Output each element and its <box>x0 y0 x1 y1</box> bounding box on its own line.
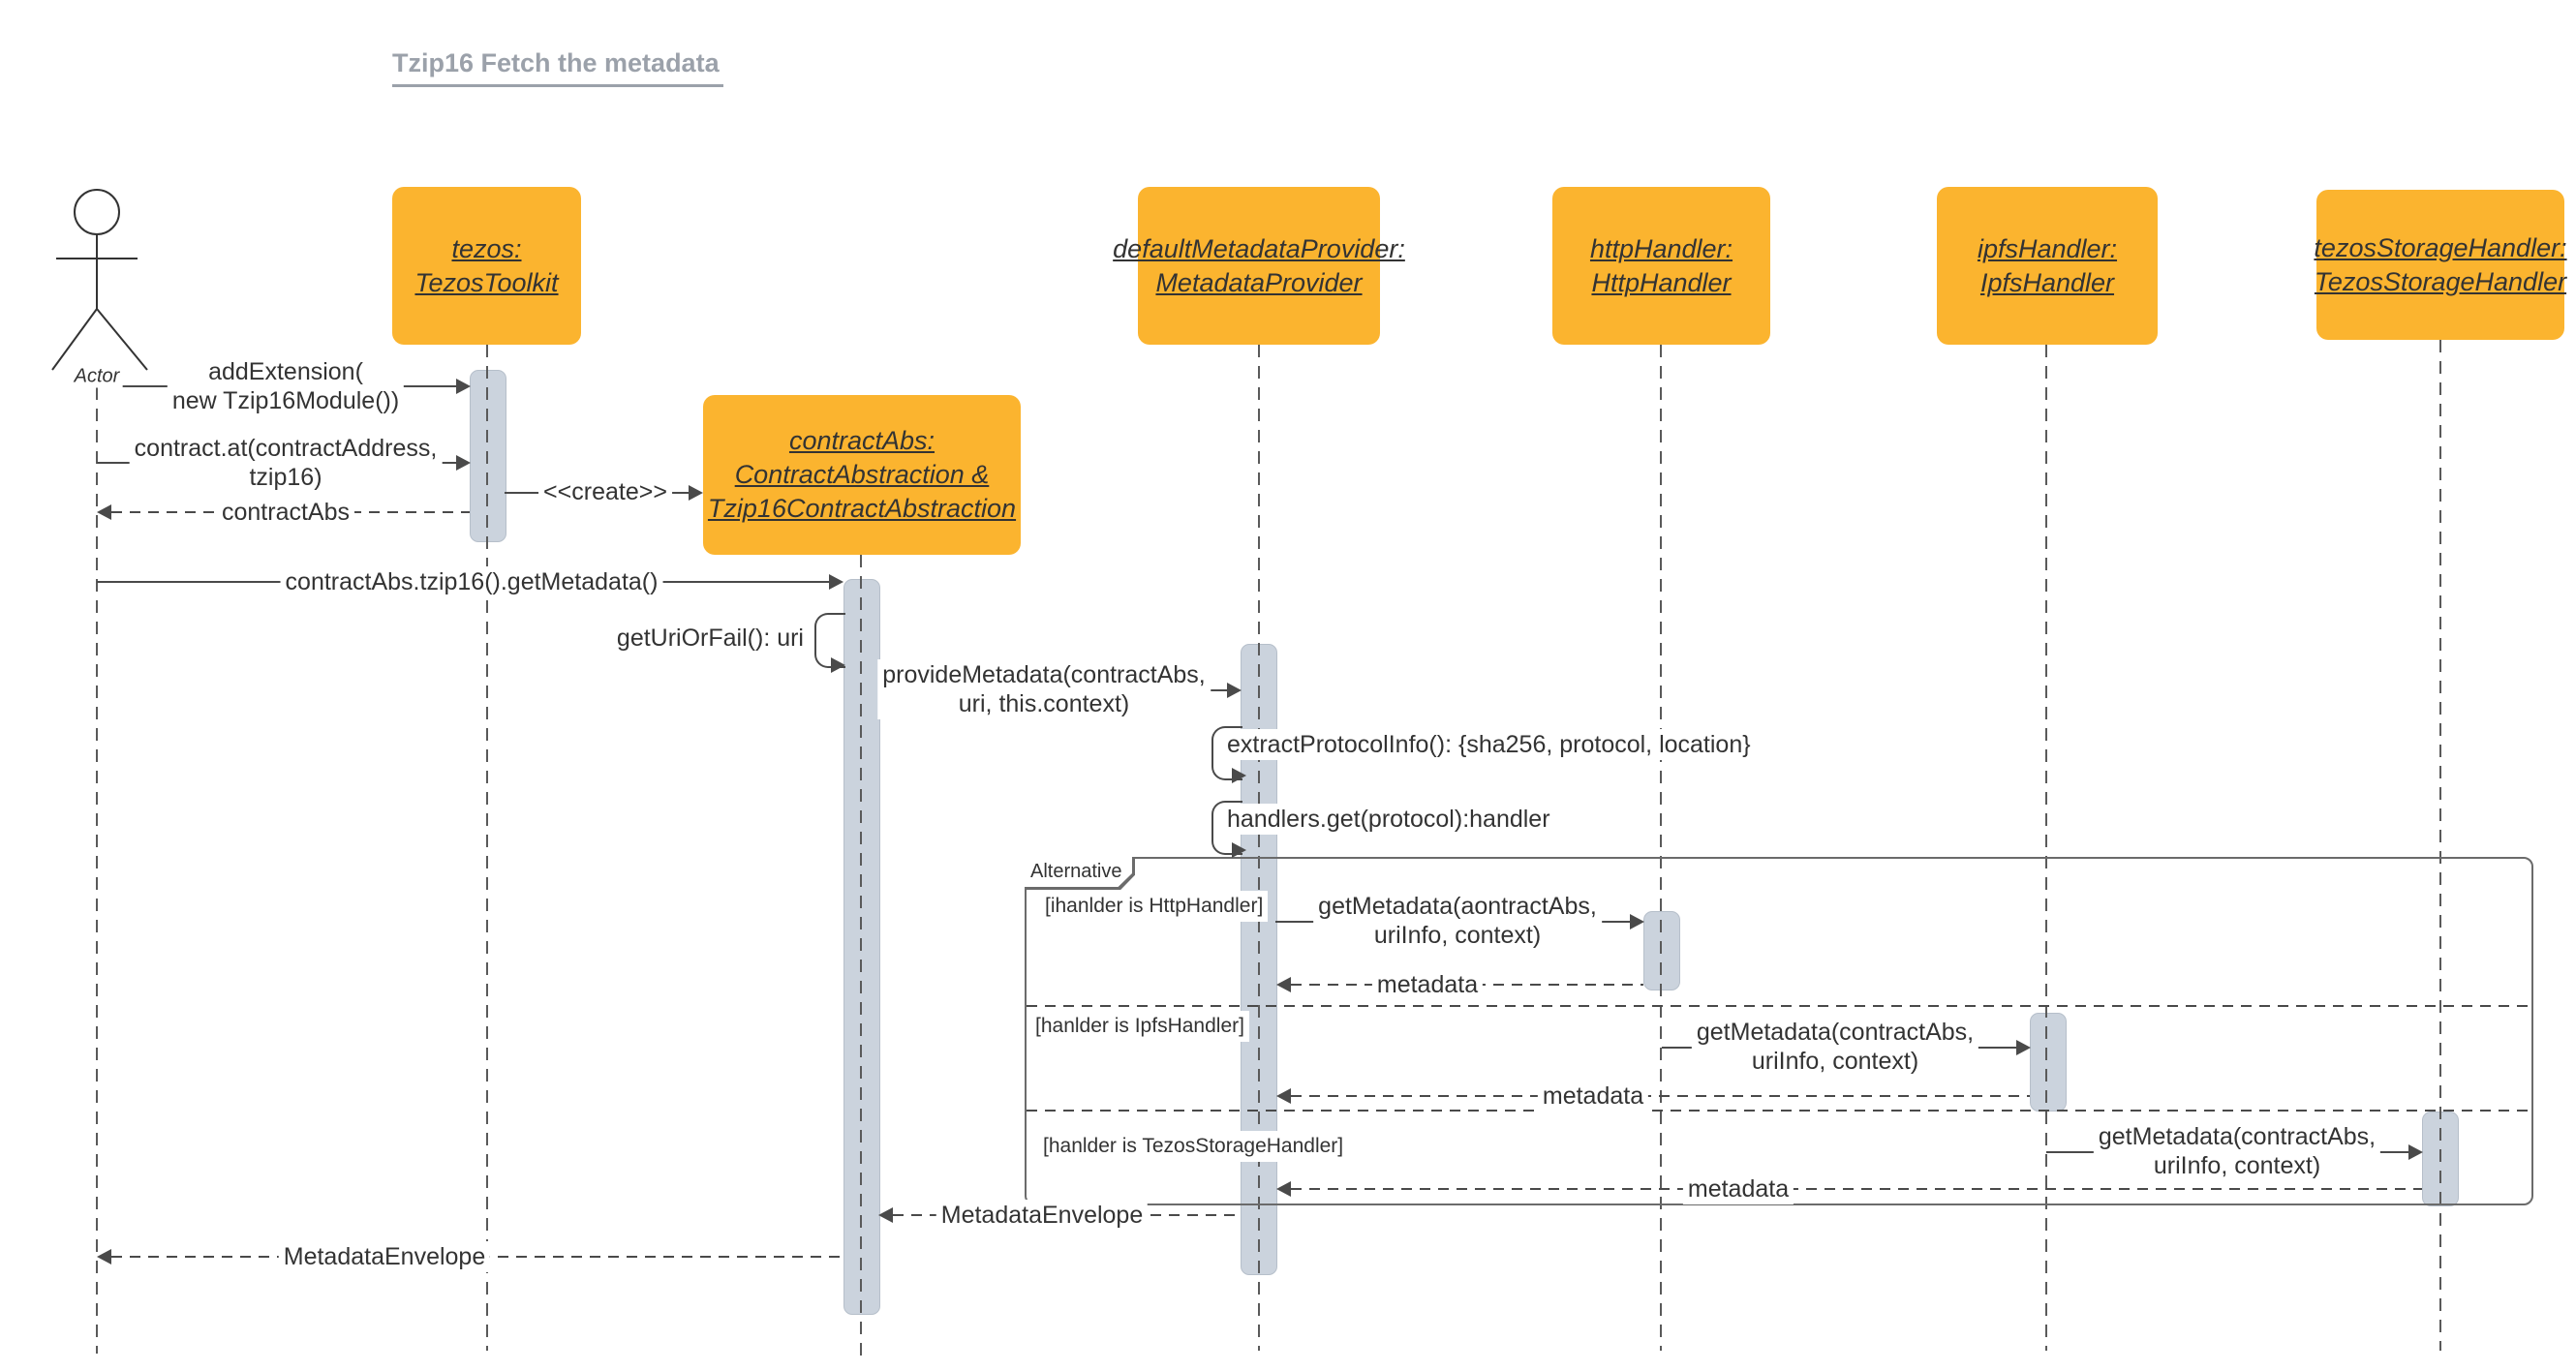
return-metadataenvelope-contractabs-label: MetadataEnvelope <box>935 1200 1149 1231</box>
selfmessage-geturiorfail-label: getUriOrFail(): uri <box>611 623 809 654</box>
participant-metadataprovider: defaultMetadataProvider: MetadataProvide… <box>1113 187 1405 345</box>
message-getmetadata-call-arrowhead <box>829 574 843 590</box>
message-getmetadata-http-arrowhead <box>1630 914 1644 929</box>
participant-contractabs: contractAbs: ContractAbstraction & Tzip1… <box>703 395 1021 555</box>
participant-tezosstoragehandler: tezosStorageHandler: TezosStorageHandler <box>2314 190 2567 340</box>
return-metadata-http-arrowhead <box>1276 977 1291 992</box>
activation-contractabs <box>843 579 880 1315</box>
selfmessage-geturiorfail-arrowhead <box>831 657 845 673</box>
selfmessage-extractprotocolinfo-loop <box>1211 726 1242 780</box>
activation-httphandler <box>1643 911 1680 990</box>
return-contractabs-arrowhead <box>97 504 111 520</box>
diagram-title: Tzip16 Fetch the metadata <box>392 48 723 87</box>
message-create-label: <<create>> <box>538 476 672 507</box>
message-contract-at-label: contract.at(contractAddress, tzip16) <box>129 433 443 493</box>
return-metadata-http-label: metadata <box>1371 969 1484 1000</box>
message-providemetadata-label: provideMetadata(contractAbs, uri, this.c… <box>877 659 1211 719</box>
participant-httphandler: httpHandler: HttpHandler <box>1552 187 1770 345</box>
lifeline-contractabs <box>860 555 862 1360</box>
participant-tezos-label: tezos: TezosToolkit <box>414 233 559 297</box>
alternative-divider-2 <box>1027 1110 2528 1112</box>
return-metadata-tezosstorage-arrowhead <box>1276 1181 1291 1197</box>
participant-tezos: tezos: TezosToolkit <box>392 187 581 345</box>
selfmessage-geturiorfail-loop <box>814 613 845 668</box>
message-create-arrowhead <box>689 485 703 501</box>
lifeline-tezosstoragehandler <box>2439 340 2441 1351</box>
participant-contractabs-label: contractAbs: ContractAbstraction & Tzip1… <box>707 426 1017 523</box>
lifeline-ipfshandler <box>2045 345 2047 1351</box>
alternative-fragment-tab: Alternative <box>1025 857 1135 890</box>
message-contract-at-arrowhead <box>456 455 471 471</box>
alternative-condition-tezosstorage: [hanlder is TezosStorageHandler] <box>1038 1131 1349 1162</box>
return-metadata-ipfs-line <box>1291 1095 2030 1097</box>
message-getmetadata-tezosstorage-label: getMetadata(contractAbs, uriInfo, contex… <box>2093 1121 2381 1181</box>
selfmessage-handlersget-loop <box>1211 801 1242 855</box>
lifeline-tezos <box>486 345 488 1351</box>
return-metadata-ipfs-label: metadata <box>1537 1081 1649 1112</box>
lifeline-metadataprovider <box>1258 345 1260 1351</box>
lifeline-httphandler <box>1660 345 1662 1351</box>
alternative-divider-1 <box>1027 1005 2528 1007</box>
selfmessage-handlersget-label: handlers.get(protocol):handler <box>1222 804 1555 835</box>
return-metadata-ipfs-arrowhead <box>1276 1088 1291 1104</box>
message-addextension-label: addExtension( new Tzip16Module()) <box>167 356 405 416</box>
return-metadataenvelope-actor-label: MetadataEnvelope <box>278 1241 491 1272</box>
message-getmetadata-http-label: getMetadata(aontractAbs, uriInfo, contex… <box>1313 891 1602 951</box>
participant-tezosstoragehandler-label: tezosStorageHandler: TezosStorageHandler <box>2314 232 2567 296</box>
alternative-condition-http: [ihanlder is HttpHandler] <box>1040 891 1269 922</box>
return-metadata-tezosstorage-label: metadata <box>1682 1173 1794 1204</box>
message-getmetadata-tezosstorage-arrowhead <box>2408 1144 2423 1160</box>
return-metadataenvelope-contractabs-arrowhead <box>878 1207 893 1223</box>
participant-metadataprovider-label: defaultMetadataProvider: MetadataProvide… <box>1113 233 1405 297</box>
message-providemetadata-arrowhead <box>1227 683 1242 698</box>
message-getmetadata-call-label: contractAbs.tzip16().getMetadata() <box>280 566 663 597</box>
selfmessage-extractprotocolinfo-label: extractProtocolInfo(): {sha256, protocol… <box>1222 729 1756 760</box>
participant-ipfshandler-label: ipfsHandler: IpfsHandler <box>1977 233 2118 297</box>
lifeline-actor <box>96 387 98 1354</box>
activation-ipfshandler <box>2030 1013 2067 1112</box>
message-getmetadata-ipfs-arrowhead <box>2016 1040 2031 1055</box>
alternative-fragment-frame <box>1025 857 2533 1205</box>
participant-httphandler-label: httpHandler: HttpHandler <box>1589 233 1733 297</box>
alternative-condition-ipfs: [hanlder is IpfsHandler] <box>1030 1011 1249 1042</box>
selfmessage-handlersget-arrowhead <box>1232 842 1246 858</box>
actor-label: Actor <box>71 365 123 388</box>
participant-ipfshandler: ipfsHandler: IpfsHandler <box>1937 187 2158 345</box>
return-metadataenvelope-actor-arrowhead <box>97 1249 111 1264</box>
activation-tezos <box>470 370 506 542</box>
alternative-tab-label: Alternative <box>1030 861 1122 882</box>
message-getmetadata-ipfs-label: getMetadata(contractAbs, uriInfo, contex… <box>1691 1017 1979 1077</box>
return-metadata-tezosstorage-line <box>1291 1188 2422 1190</box>
return-contractabs-label: contractAbs <box>216 497 355 528</box>
selfmessage-extractprotocolinfo-arrowhead <box>1232 768 1246 783</box>
message-addextension-arrowhead <box>456 379 471 394</box>
actor-icon <box>51 189 148 371</box>
alternative-tab-face <box>1025 857 1132 887</box>
